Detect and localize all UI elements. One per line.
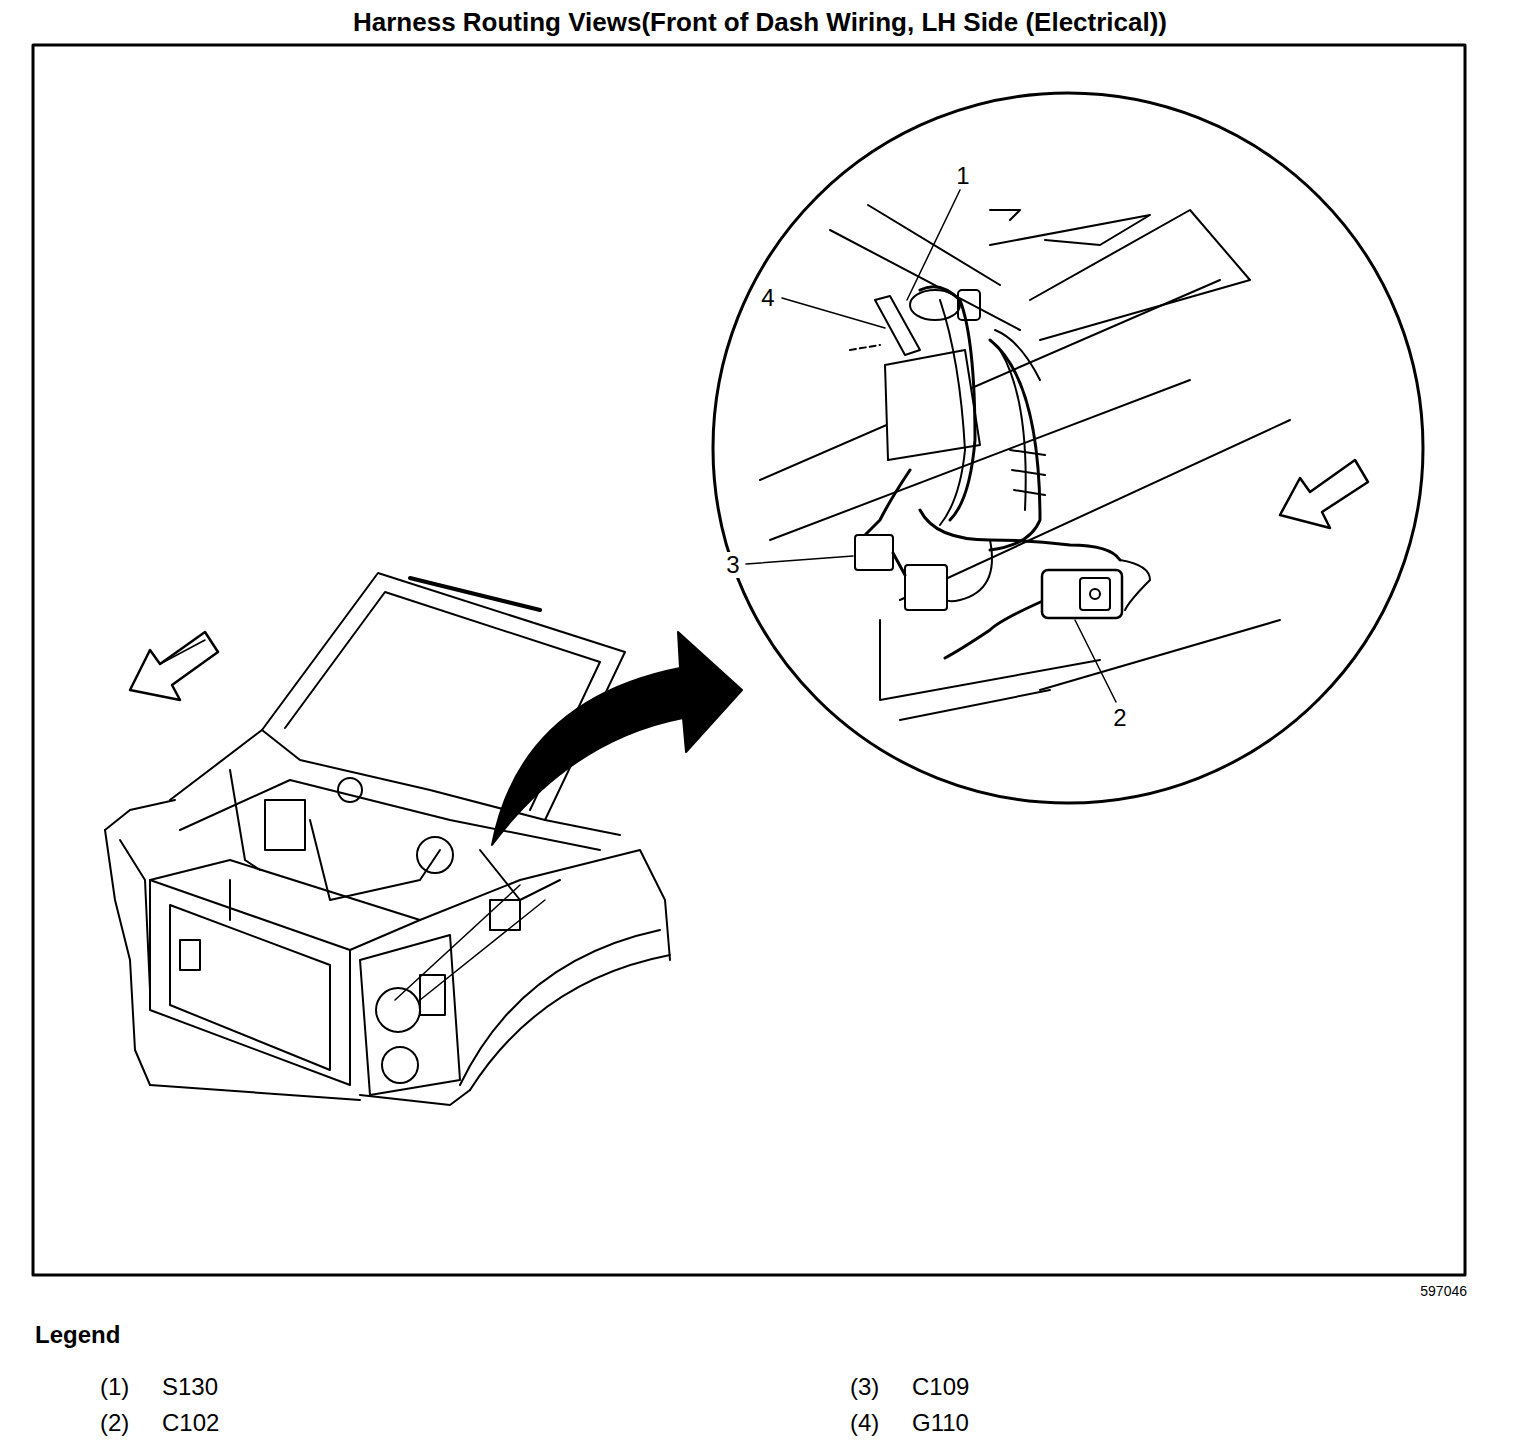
legend-entry: (1) S130 [100, 1374, 218, 1400]
legend-heading: Legend [35, 1322, 120, 1348]
callout-number: 2 [1111, 705, 1128, 731]
diagram-title: Harness Routing Views(Front of Dash Wiri… [353, 8, 1167, 37]
figure-number: 597046 [1420, 1284, 1467, 1299]
legend-entry: (2) C102 [100, 1410, 219, 1436]
callout-number: 3 [724, 552, 741, 578]
legend-entry: (4) G110 [850, 1410, 969, 1436]
callout-number: 4 [759, 285, 776, 311]
callout-number: 1 [954, 163, 971, 189]
legend-entry: (3) C109 [850, 1374, 969, 1400]
